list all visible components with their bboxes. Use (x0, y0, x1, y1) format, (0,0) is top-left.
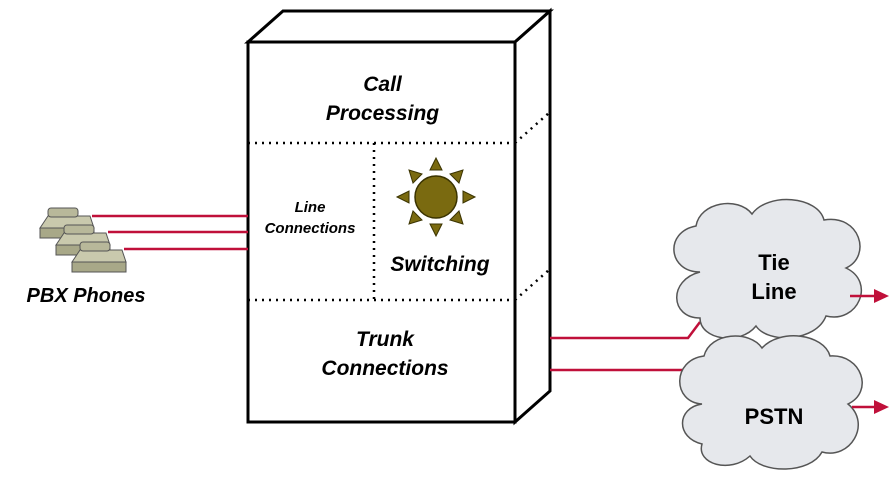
divider-side-bottom (514, 268, 551, 301)
switching-label: Switching (390, 253, 490, 276)
cloud-icon (673, 198, 863, 339)
phone-lines (92, 214, 248, 251)
phone-icon (71, 241, 127, 273)
line-connections-label: Line Connections (264, 199, 356, 237)
tie-line-label: Tie Line (751, 250, 797, 304)
call-processing-label: Call Processing (325, 73, 440, 125)
arrow-icon (850, 289, 889, 303)
pbx-cabinet (244, 7, 554, 426)
trunk-lines (550, 321, 701, 385)
arrow-icon (852, 400, 889, 414)
pstn-label: PSTN (744, 404, 804, 429)
divider-side-top (514, 111, 551, 144)
sun-icon (395, 156, 477, 238)
cloud-icon (679, 335, 863, 470)
trunk-connections-label: Trunk Connections (321, 328, 449, 380)
pbx-phones-label: PBX Phones (26, 285, 146, 307)
